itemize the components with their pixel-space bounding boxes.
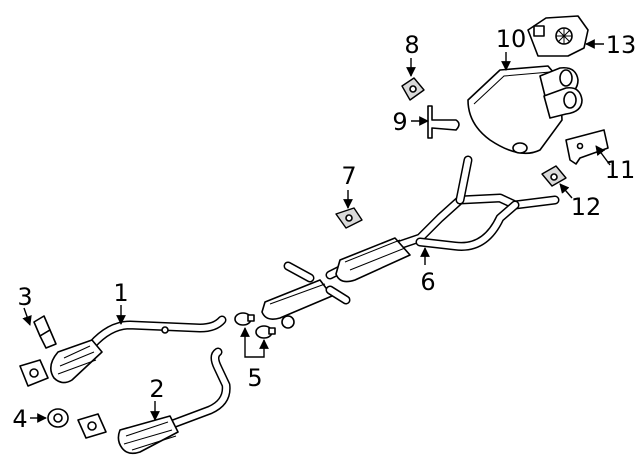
- callout-9: 9: [392, 108, 407, 136]
- callout-12: 12: [571, 193, 602, 221]
- part-13-valve-actuator: [527, 15, 589, 57]
- leader-lines: [22, 39, 611, 423]
- part-8-hanger: [401, 77, 425, 101]
- part-4-gasket: [47, 408, 69, 428]
- callout-1: 1: [113, 279, 128, 307]
- leader-5b: [255, 339, 269, 358]
- part-7-hanger: [335, 207, 363, 229]
- part-6-intermediate-pipe-resonator: [261, 155, 560, 329]
- callout-11: 11: [605, 156, 636, 184]
- leader-11: [595, 145, 611, 166]
- part-2-rear-converter-pipe: [77, 347, 231, 455]
- callout-13: 13: [606, 31, 637, 59]
- leader-12: [559, 183, 573, 199]
- leader-5a: [240, 327, 255, 358]
- part-9-bracket: [427, 105, 460, 139]
- part-10-muffler: [467, 65, 583, 155]
- callout-8: 8: [404, 31, 419, 59]
- callout-7: 7: [341, 162, 356, 190]
- part-3-oxygen-sensor: [33, 315, 57, 349]
- leader-3: [22, 307, 32, 326]
- callout-10: 10: [496, 25, 527, 53]
- callout-6: 6: [420, 268, 435, 296]
- callout-5: 5: [247, 364, 262, 392]
- callout-2: 2: [149, 375, 164, 403]
- part-11-bracket: [565, 129, 609, 165]
- part-12-hanger: [541, 165, 567, 187]
- part-1-front-converter-pipe: [19, 315, 227, 387]
- callout-labels: 1 2 3 4 5 6 7 8 9 10 11 12 13: [12, 25, 636, 433]
- callout-3: 3: [17, 283, 32, 311]
- callout-4: 4: [12, 405, 27, 433]
- part-5-clamps: [234, 312, 276, 339]
